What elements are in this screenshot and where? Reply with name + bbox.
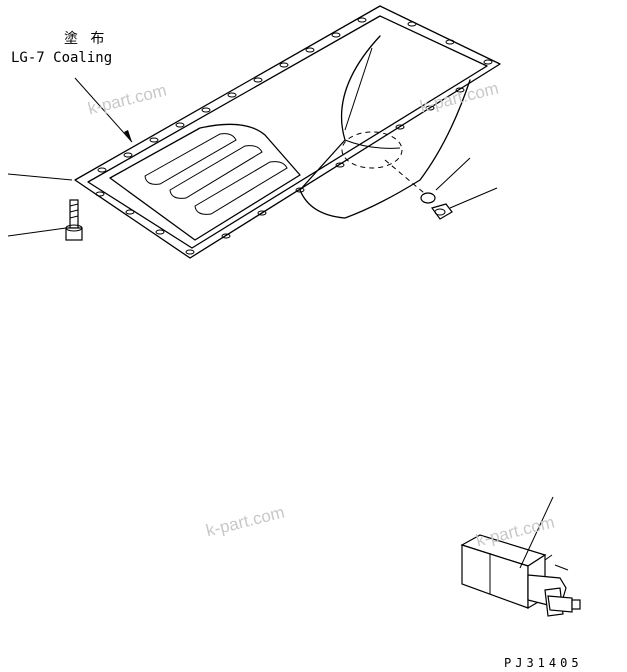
- drain-plug-icon: [431, 203, 453, 220]
- leader-plug: [449, 187, 498, 209]
- bolt-icon: [65, 199, 83, 241]
- leader-pan: [344, 47, 373, 131]
- leader-coating: [74, 77, 133, 143]
- leader-bolt: [7, 227, 67, 237]
- coating-label-en: LG-7 Coaling: [11, 50, 113, 66]
- leader-arrowhead: [124, 130, 132, 142]
- leader-gasket: [7, 173, 73, 181]
- drawing-number: PJ31405: [504, 656, 583, 670]
- coating-label-jp: 塗 布: [64, 31, 107, 47]
- oil-pan-flange-inner: [87, 15, 488, 249]
- oil-pan-baffle: [109, 123, 301, 241]
- baffle-ribs: [144, 133, 288, 215]
- leader-tool: [519, 496, 554, 569]
- washer-icon: [420, 192, 436, 204]
- oil-pan-flange: [74, 5, 501, 259]
- leader-washer: [435, 157, 471, 191]
- tool-drawing: [460, 496, 581, 617]
- flange-holes: [95, 17, 493, 255]
- oil-pan-sump: [299, 35, 471, 219]
- drain-boss: [341, 131, 403, 169]
